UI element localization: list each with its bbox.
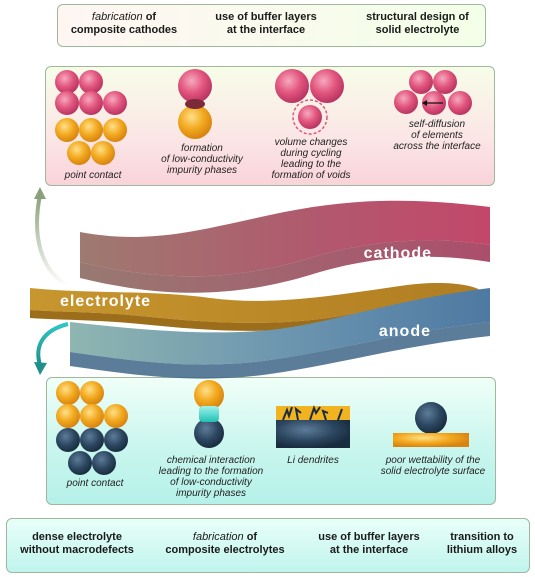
anode-label: anode	[379, 323, 431, 340]
strategy-composite-electrolytes: fabrication of composite electrolytes	[165, 531, 285, 556]
cathode-strategies-box	[57, 4, 486, 47]
caption-chemical-interaction: chemical interaction leading to the form…	[158, 455, 264, 499]
electrolyte-label: electrolyte	[60, 293, 151, 310]
strategy-composite-cathodes: fabrication of composite cathodes	[70, 11, 178, 36]
strategy-solid-electrolyte-design: structural design of solid electrolyte	[366, 11, 469, 36]
arrow-to-anode-issues	[36, 322, 69, 366]
caption-self-diffusion: self-diffusion of elements across the in…	[393, 119, 481, 152]
strategy-buffer-layers: use of buffer layers at the interface	[215, 11, 317, 36]
cathode-label: cathode	[364, 245, 432, 262]
strategy-anode-buffer-layers: use of buffer layers at the interface	[318, 531, 420, 556]
cathode-layer	[80, 200, 490, 293]
caption-cathode-point-contact: point contact	[64, 170, 122, 181]
arrow-to-cathode-issues	[35, 194, 70, 288]
anode-strategies-box	[6, 518, 530, 573]
caption-poor-wettability: poor wettability of the solid electrolyt…	[380, 455, 486, 477]
strategy-dense-electrolyte: dense electrolyte without macrodefects	[20, 531, 134, 556]
caption-impurity-phases: formation of low-conductivity impurity p…	[161, 143, 243, 176]
strategy-lithium-alloys: transition to lithium alloys	[446, 531, 518, 556]
cathode-self-diffusion-illustration	[394, 70, 472, 115]
caption-li-dendrites: Li dendrites	[287, 455, 339, 466]
cathode-impurity-phase-illustration	[178, 69, 212, 139]
poor-wettability-illustration	[393, 402, 469, 447]
anode-point-contact-illustration	[56, 381, 128, 475]
anode-layer	[70, 288, 490, 379]
cathode-void-formation-illustration	[275, 69, 344, 135]
caption-anode-point-contact: point contact	[66, 478, 124, 489]
caption-volume-changes: volume changes during cycling leading to…	[271, 137, 351, 181]
anode-chemical-interaction-illustration	[194, 380, 224, 448]
electrolyte-layer	[30, 283, 480, 331]
cathode-point-contact-illustration	[55, 70, 127, 165]
li-dendrites-illustration	[276, 405, 350, 448]
